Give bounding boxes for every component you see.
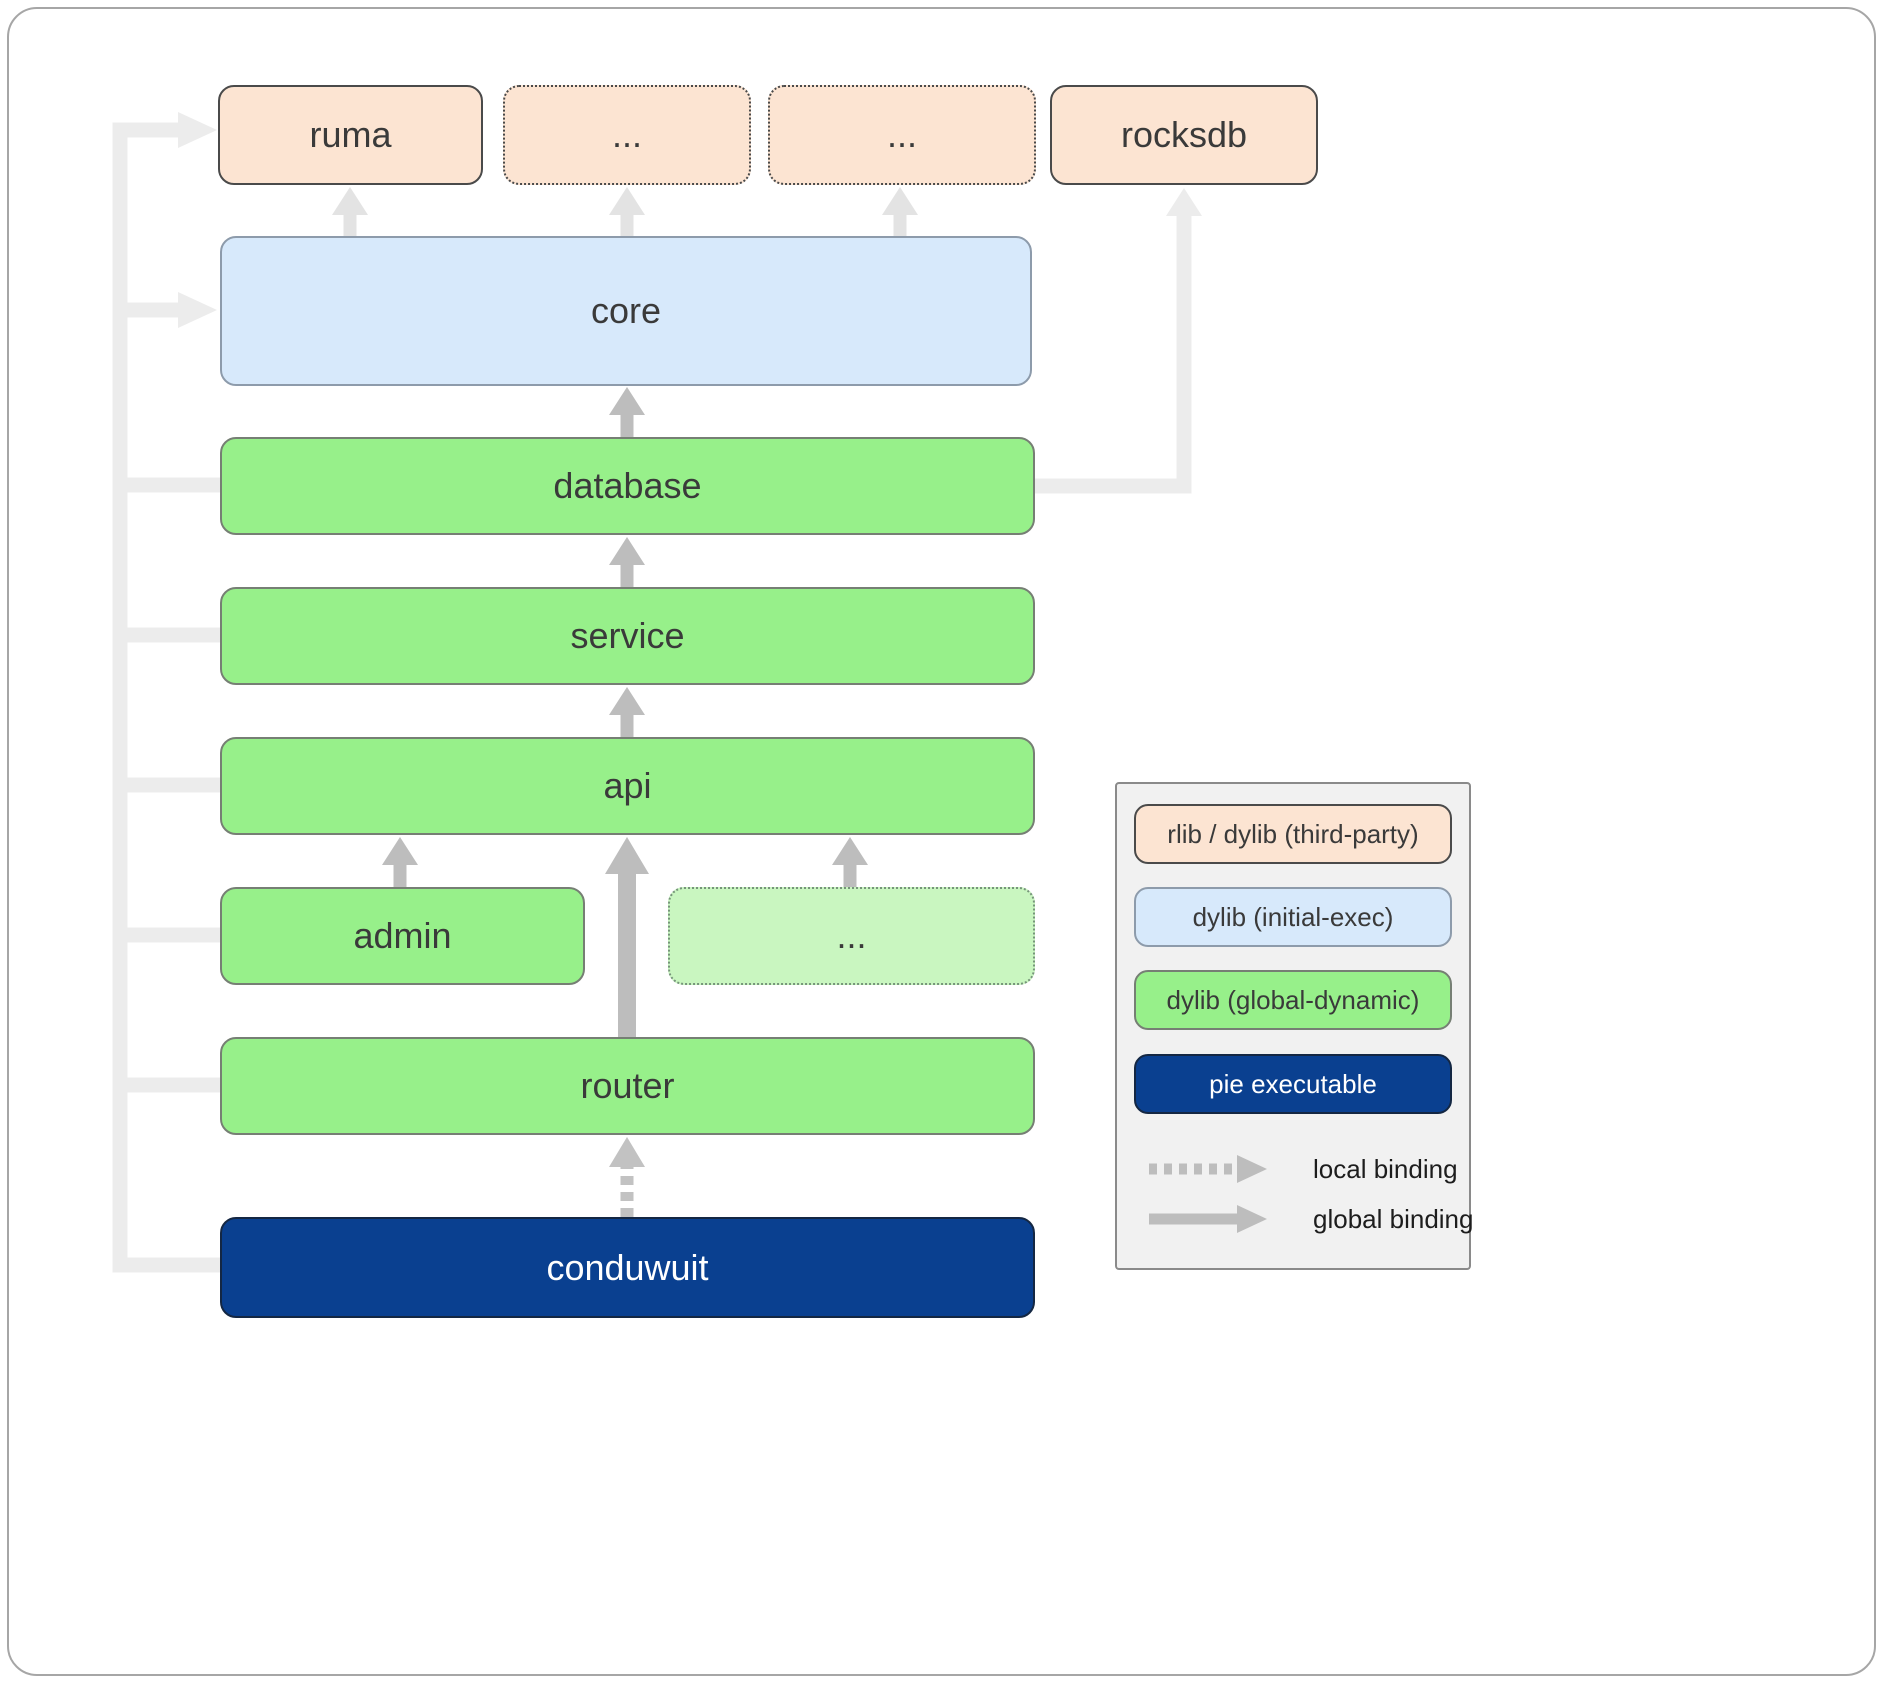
legend-item-pie-executable: pie executable	[1134, 1054, 1452, 1114]
node-database: database	[220, 437, 1035, 535]
node-ellipsis-top-2-label: ...	[886, 114, 917, 155]
legend-item-third-party: rlib / dylib (third-party)	[1134, 804, 1452, 864]
node-ellipsis-mid-label: ...	[836, 915, 867, 956]
edge-core-dots2	[882, 187, 918, 237]
legend-item-initial-exec-label: dylib (initial-exec)	[1192, 901, 1394, 932]
legend-item-initial-exec: dylib (initial-exec)	[1134, 887, 1452, 947]
local-binding-label: local binding	[1313, 1153, 1458, 1184]
legend-local-binding-row: local binding	[1145, 1149, 1458, 1189]
edge-admin-api	[382, 837, 418, 887]
global-binding-arrow-icon	[1149, 1205, 1267, 1233]
node-database-label: database	[553, 465, 702, 506]
node-rocksdb-label: rocksdb	[1120, 114, 1248, 155]
node-router-label: router	[580, 1065, 675, 1106]
node-ruma: ruma	[218, 85, 483, 185]
edge-api-service	[609, 687, 645, 737]
edge-database-core	[609, 387, 645, 437]
node-ellipsis-mid: ...	[668, 887, 1035, 985]
node-service: service	[220, 587, 1035, 685]
node-ruma-label: ruma	[309, 114, 392, 155]
edge-global-trunk-arrowheads	[178, 112, 217, 328]
node-admin: admin	[220, 887, 585, 985]
edge-database-rocksdb	[1035, 188, 1202, 494]
node-ellipsis-top-1-label: ...	[611, 114, 642, 155]
outer-frame	[7, 7, 1876, 1676]
global-binding-label: global binding	[1313, 1203, 1474, 1234]
edge-service-database	[609, 537, 645, 587]
edge-global-trunk	[112, 122, 222, 1273]
node-conduwuit: conduwuit	[220, 1217, 1035, 1318]
node-api: api	[220, 737, 1035, 835]
node-core-label: core	[590, 290, 662, 331]
node-ellipsis-top-1: ...	[503, 85, 751, 185]
legend: rlib / dylib (third-party) dylib (initia…	[1115, 782, 1473, 1270]
legend-item-global-dynamic-label: dylib (global-dynamic)	[1166, 984, 1420, 1015]
legend-global-binding-row: global binding	[1145, 1199, 1473, 1239]
node-api-label: api	[603, 765, 652, 806]
node-service-label: service	[570, 615, 685, 656]
edge-router-api	[605, 837, 649, 1037]
node-core: core	[220, 236, 1032, 386]
edge-conduwuit-router-local	[609, 1137, 645, 1217]
node-conduwuit-label: conduwuit	[546, 1246, 709, 1288]
edge-core-dots1	[609, 187, 645, 237]
legend-item-third-party-label: rlib / dylib (third-party)	[1167, 818, 1419, 849]
node-admin-label: admin	[353, 915, 452, 956]
legend-item-global-dynamic: dylib (global-dynamic)	[1134, 970, 1452, 1030]
node-rocksdb: rocksdb	[1050, 85, 1318, 185]
node-router: router	[220, 1037, 1035, 1135]
local-binding-arrow-icon	[1149, 1155, 1267, 1183]
edge-dotsmid-api	[832, 837, 868, 887]
node-ellipsis-top-2: ...	[768, 85, 1036, 185]
edge-core-ruma	[332, 187, 368, 237]
legend-item-pie-executable-label: pie executable	[1209, 1068, 1377, 1099]
